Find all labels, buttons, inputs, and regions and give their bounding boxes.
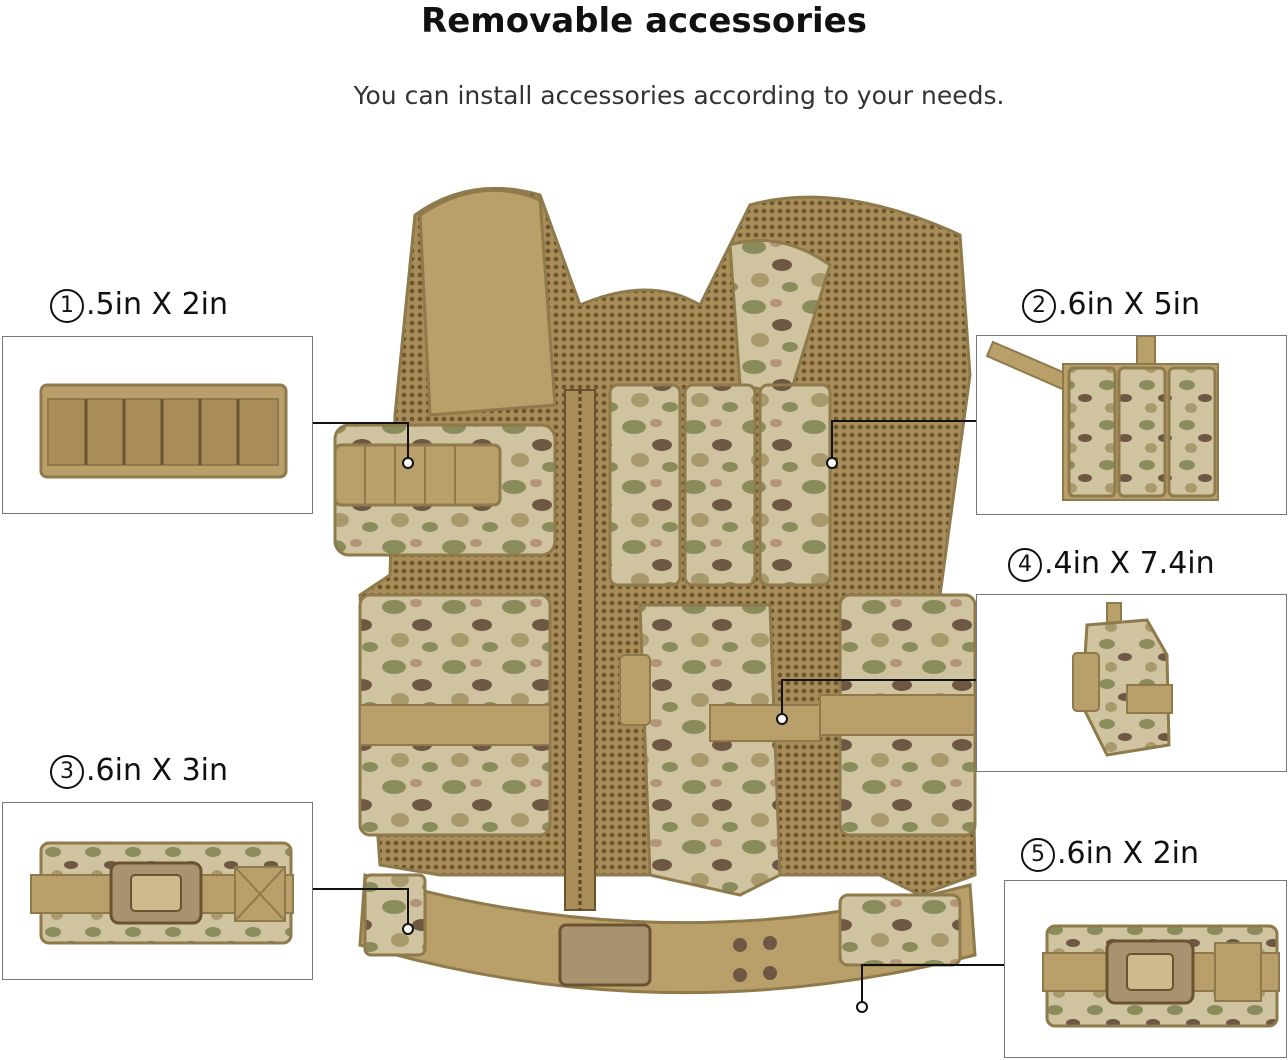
- accessory-2-label: 2.6in X 5in: [1022, 287, 1200, 323]
- accessory-1-number: 1: [50, 289, 84, 323]
- page-title: Removable accessories: [421, 1, 867, 41]
- buckle-pouch-small-icon: [1042, 924, 1280, 1028]
- accessory-3-label: 3.6in X 3in: [50, 753, 228, 789]
- vest-illustration: [333, 186, 977, 995]
- shell-holder-pouch-icon: [39, 383, 288, 479]
- accessory-5-size: .6in X 2in: [1057, 836, 1200, 871]
- accessory-3-size: .6in X 3in: [86, 753, 229, 788]
- accessory-4-number: 4: [1008, 548, 1042, 582]
- triple-magazine-pouch-icon: [985, 336, 1219, 501]
- accessory-5-image: [1004, 880, 1287, 1058]
- accessory-1-image: [2, 336, 313, 514]
- accessory-3-image: [2, 802, 313, 980]
- page-subtitle: You can install accessories according to…: [353, 81, 1005, 110]
- accessory-3-number: 3: [50, 755, 84, 789]
- accessory-4-size: .4in X 7.4in: [1044, 546, 1215, 581]
- accessory-1-size: .5in X 2in: [86, 287, 229, 322]
- accessory-2-number: 2: [1022, 289, 1056, 323]
- accessory-2-image: [976, 335, 1287, 515]
- accessory-5-label: 5.6in X 2in: [1021, 836, 1199, 872]
- accessory-4-label: 4.4in X 7.4in: [1008, 546, 1215, 582]
- accessory-4-image: [976, 594, 1287, 772]
- buckle-pouch-icon: [30, 841, 294, 945]
- holster-icon: [1072, 602, 1173, 757]
- accessory-5-number: 5: [1021, 838, 1055, 872]
- accessory-1-label: 1.5in X 2in: [50, 287, 228, 323]
- tactical-vest-image: [320, 175, 1010, 1055]
- accessory-2-size: .6in X 5in: [1058, 287, 1201, 322]
